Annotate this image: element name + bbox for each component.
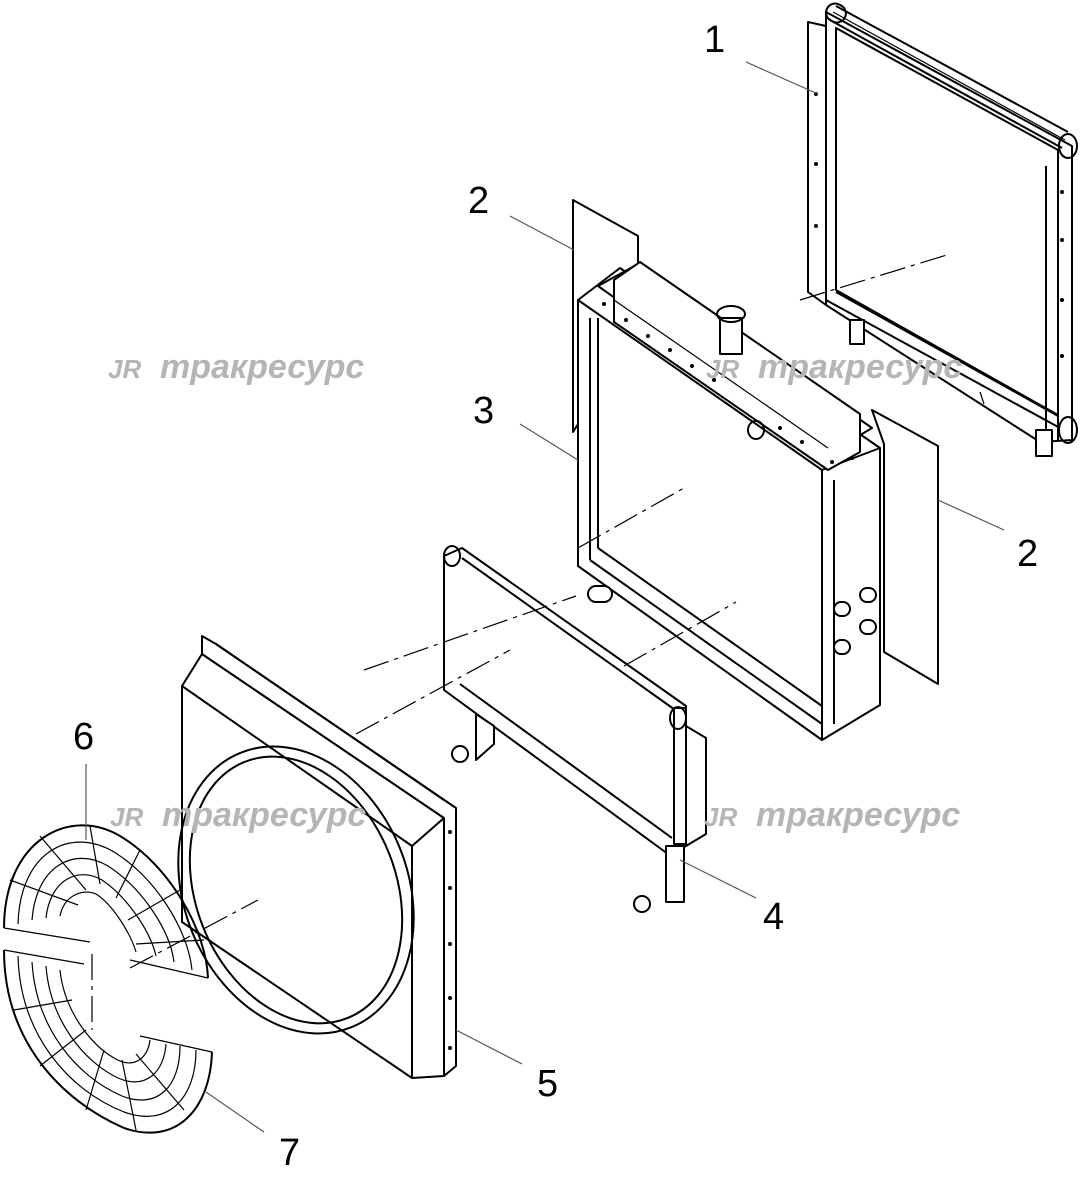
callout-7: 7 <box>279 1132 300 1174</box>
callout-5: 5 <box>537 1063 558 1105</box>
callout-numbers: 1 2 2 3 4 5 6 7 <box>73 19 1038 1174</box>
watermark-3: JR тракресурс <box>110 796 366 834</box>
watermark-logo: JR <box>706 354 739 384</box>
watermark-logo: JR <box>108 354 141 384</box>
watermark-4: JR тракресурс <box>704 796 960 834</box>
part-4-cooler <box>443 545 707 913</box>
callout-1: 1 <box>704 19 725 61</box>
callout-2-left: 2 <box>468 180 489 222</box>
watermark-logo: JR <box>704 802 737 832</box>
callout-6: 6 <box>73 716 94 758</box>
part-6-guard-upper <box>3 824 209 979</box>
leader-lines <box>85 61 1005 1133</box>
assembly-axes <box>91 253 951 1030</box>
part-5-shroud <box>177 635 457 1079</box>
watermark-text: тракресурс <box>162 796 366 834</box>
watermark-1: JR тракресурс <box>108 348 364 386</box>
part-3-radiator <box>577 261 881 741</box>
callout-2-right: 2 <box>1017 533 1038 575</box>
watermark-text: тракресурс <box>160 348 364 386</box>
callout-3: 3 <box>473 390 494 432</box>
callout-4: 4 <box>763 896 784 938</box>
watermark-2: JR тракресурс <box>706 348 962 386</box>
watermark-logo: JR <box>110 802 143 832</box>
part-2-plate-right <box>871 409 939 685</box>
watermark-text: тракресурс <box>758 348 962 386</box>
part-1-frame <box>807 2 1078 457</box>
part-7-guard-lower <box>3 949 213 1134</box>
watermark-text: тракресурс <box>756 796 960 834</box>
